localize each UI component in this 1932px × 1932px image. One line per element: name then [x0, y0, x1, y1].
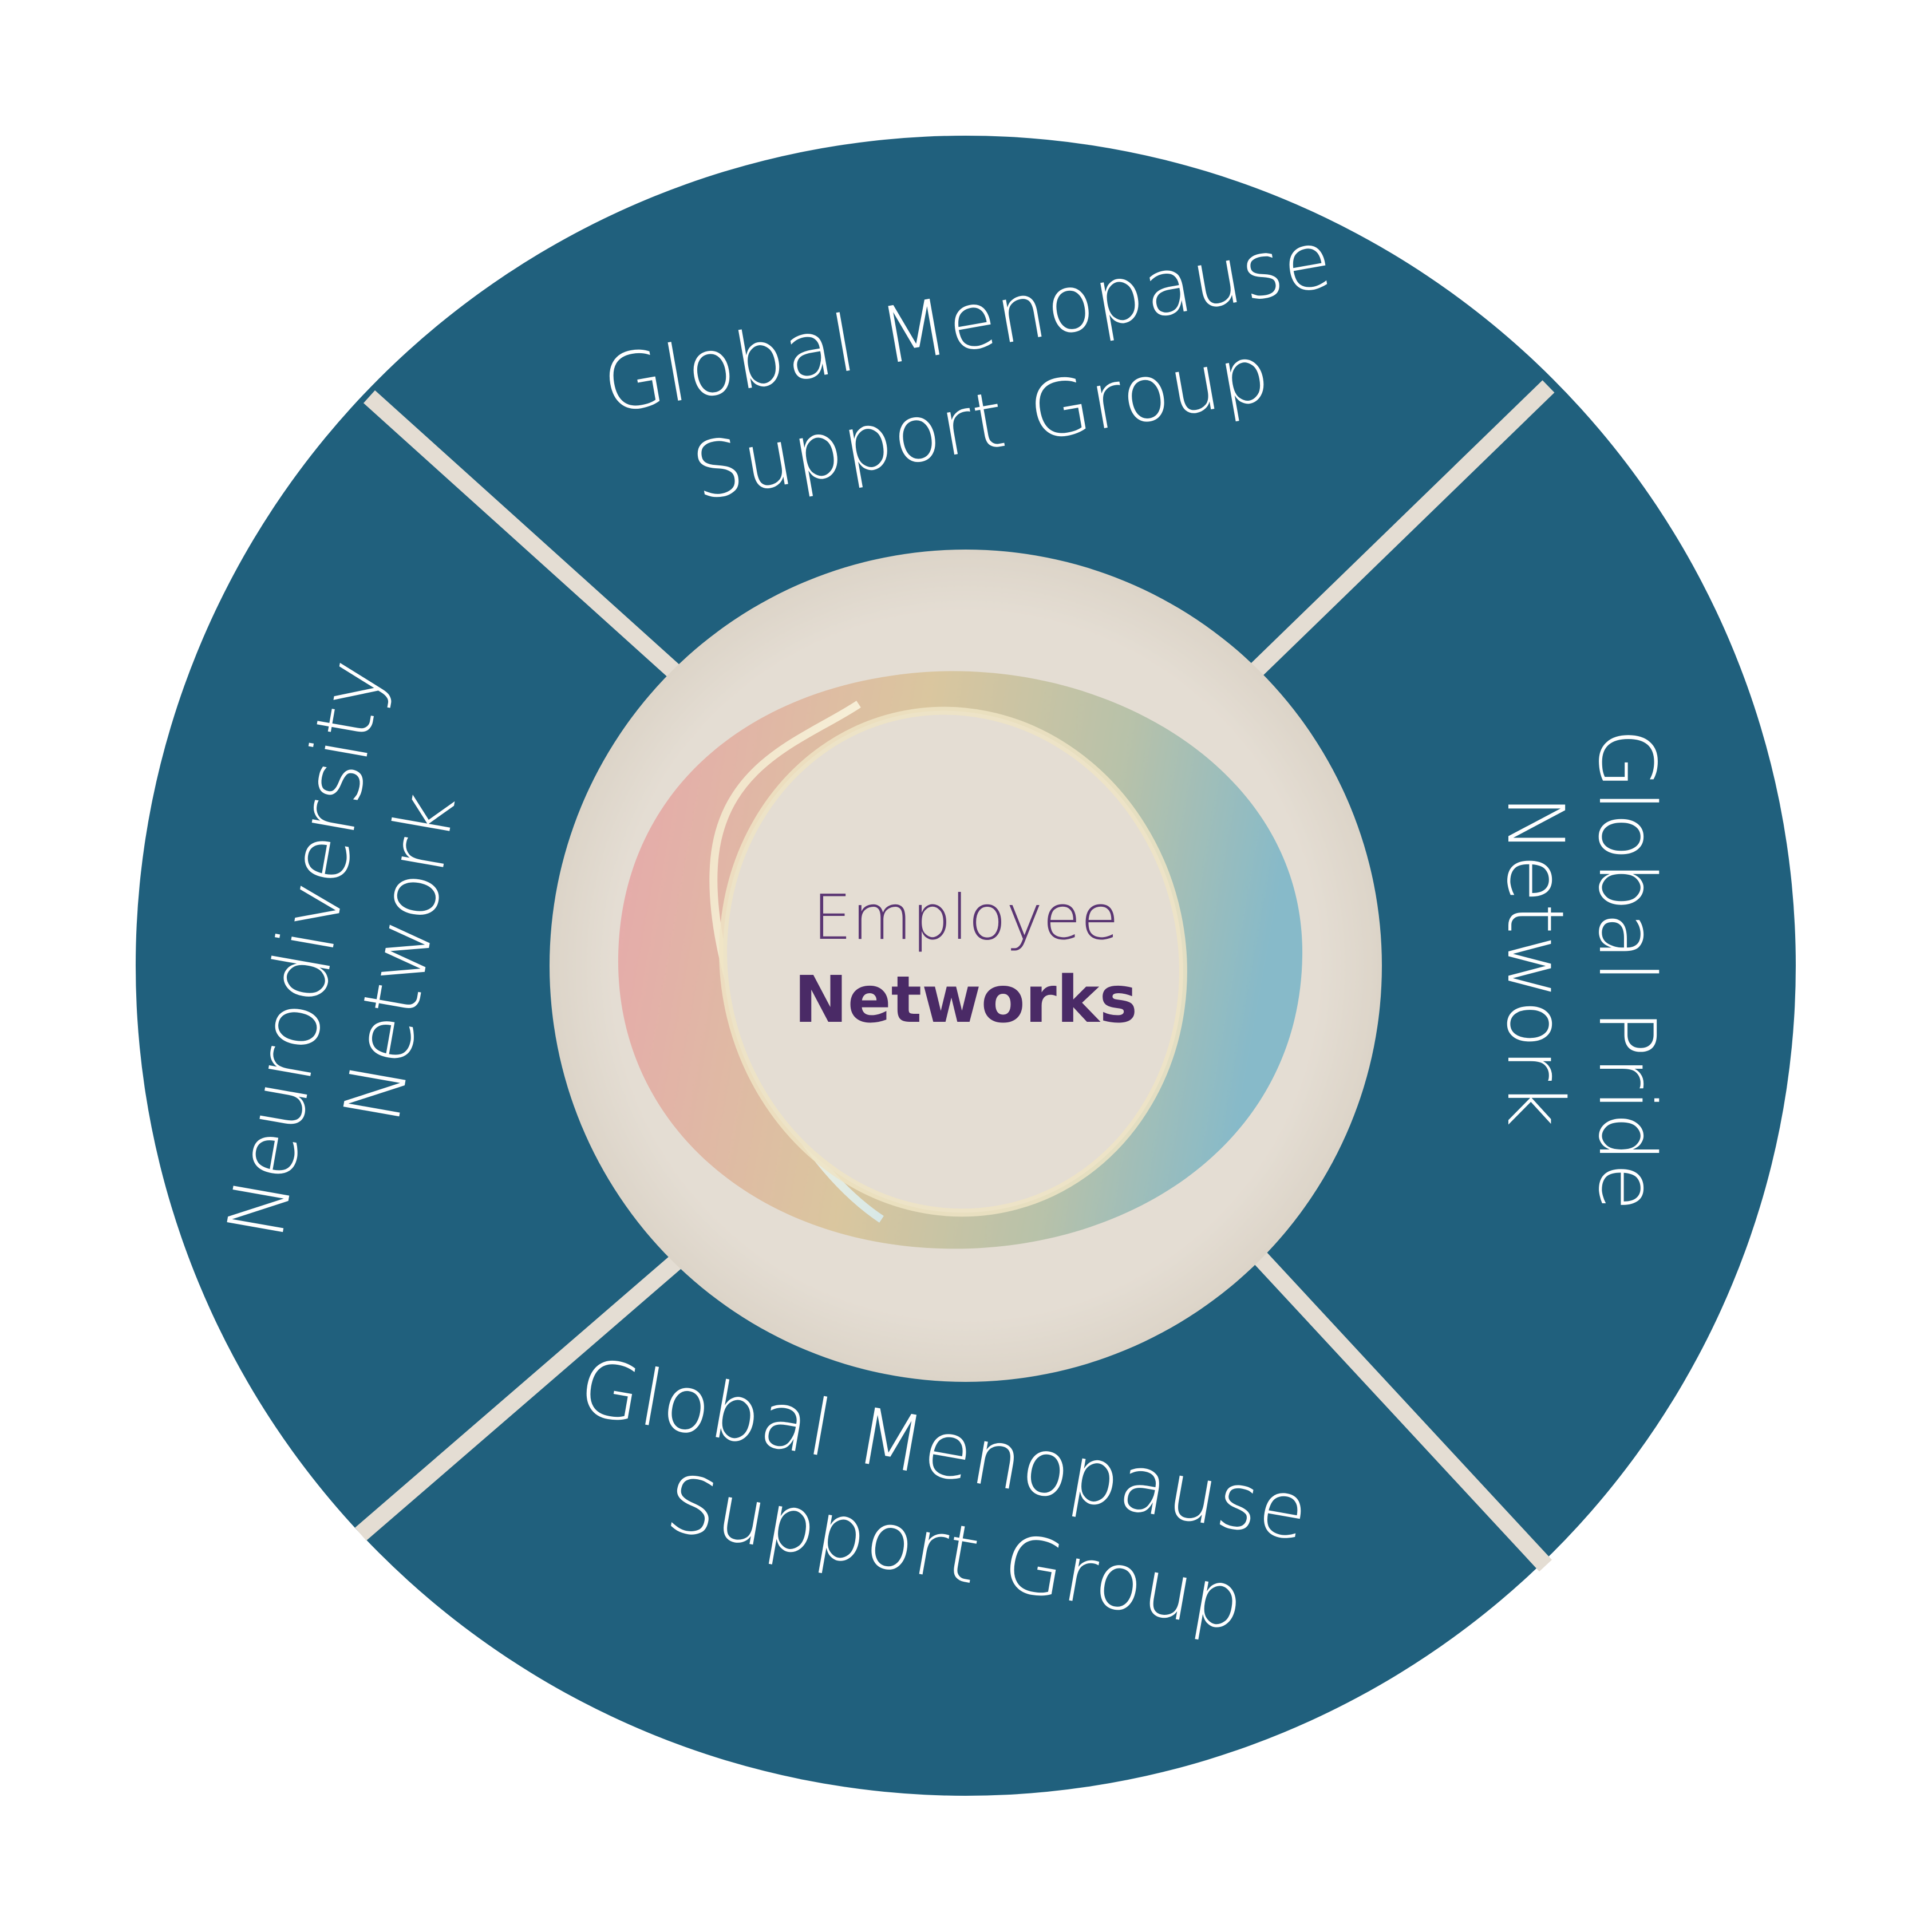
segment-right-label: Global Pride Network — [1490, 729, 1672, 1212]
center-title-bold: Networks — [794, 963, 1137, 1037]
center-title-light: Employee — [813, 882, 1119, 954]
divider-top-left — [363, 390, 682, 679]
divider-bottom-left — [355, 1255, 681, 1541]
segment-right-line1: Global Pride — [1581, 729, 1672, 1212]
ring-inner-rim — [719, 706, 1187, 1217]
divider-bottom-right — [1247, 1244, 1552, 1572]
network-ring-graphic — [618, 671, 1303, 1249]
divider-top-right — [1247, 380, 1555, 679]
segment-right-line2: Network — [1490, 795, 1580, 1128]
ring-inner-opening — [723, 710, 1183, 1213]
segment-dividers — [355, 380, 1555, 1572]
